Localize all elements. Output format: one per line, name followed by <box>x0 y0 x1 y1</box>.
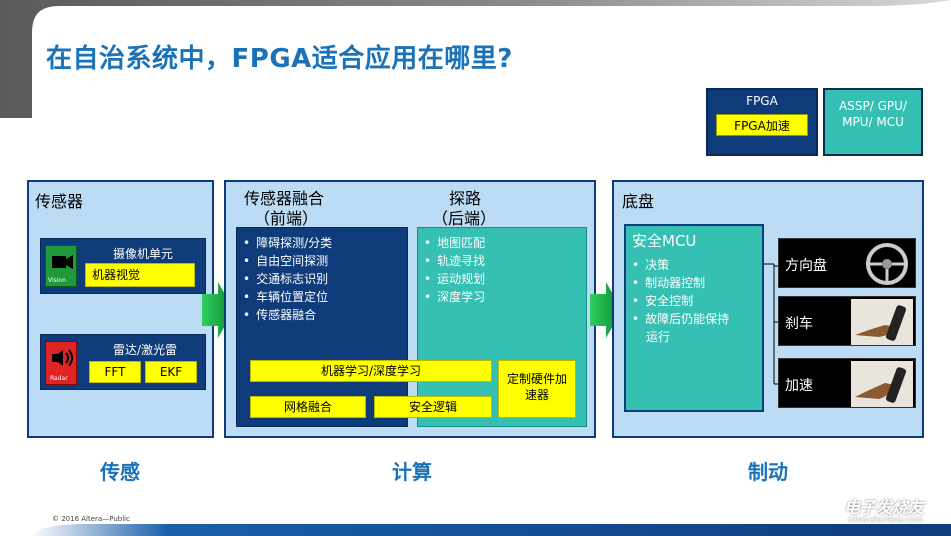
path-bullet-list: 地图匹配 轨迹寻找 运动规划 深度学习 <box>424 234 485 306</box>
brake-label: 刹车 <box>785 316 813 332</box>
fusion-bullet: 自由空间探测 <box>243 252 332 270</box>
camera-unit-box: Vision 摄像机单元 机器视觉 <box>40 238 206 294</box>
chassis-title: 底盘 <box>622 192 655 211</box>
steering-wheel-icon <box>866 243 908 285</box>
grid-fusion-label: 网格融合 <box>250 396 366 418</box>
fusion-bullet: 障碍探测/分类 <box>243 234 332 252</box>
compute-panel: 传感器融合 （前端） 探路 （后端） 障碍探测/分类 自由空间探测 交通标志识别… <box>224 180 596 438</box>
custom-hw-line1: 定制硬件加 <box>506 372 567 386</box>
vision-icon-caption: Vision <box>48 277 66 284</box>
section-label-compute: 计算 <box>392 460 432 484</box>
ekf-label: EKF <box>145 361 197 383</box>
custom-hw-accel-label: 定制硬件加 速器 <box>498 360 576 418</box>
machine-vision-label: 机器视觉 <box>85 263 195 287</box>
radar-unit-box: Radar 雷达/激光雷 FFT EKF <box>40 334 206 390</box>
accelerate-row: 加速 <box>778 358 916 408</box>
brake-row: 刹车 <box>778 296 916 346</box>
radar-unit-label: 雷达/激光雷 <box>113 343 178 357</box>
safety-mcu-box: 安全MCU 决策 制动器控制 安全控制 故障后仍能保持 运行 <box>624 224 764 412</box>
fusion-bullet-list: 障碍探测/分类 自由空间探测 交通标志识别 车辆位置定位 传感器融合 <box>243 234 332 324</box>
vision-icon: Vision <box>45 245 77 287</box>
safety-mcu-title: 安全MCU <box>632 232 697 250</box>
sensors-title: 传感器 <box>35 192 84 211</box>
accelerate-label: 加速 <box>785 378 813 394</box>
steering-label: 方向盘 <box>785 258 827 274</box>
page-title: 在自治系统中，FPGA适合应用在哪里? <box>46 44 513 74</box>
safety-logic-label: 安全逻辑 <box>374 396 492 418</box>
mcu-bullet: 故障后仍能保持 <box>632 310 729 328</box>
footer-copyright: © 2016 Altera—Public <box>52 515 130 523</box>
path-bullet: 地图匹配 <box>424 234 485 252</box>
legend-fpga: FPGA FPGA加速 <box>706 88 818 156</box>
mcu-bullet-continuation: 运行 <box>646 330 671 344</box>
legend-assp-line1: ASSP/ GPU/ <box>839 99 907 113</box>
fusion-bullet: 传感器融合 <box>243 306 332 324</box>
fft-label: FFT <box>89 361 141 383</box>
chassis-panel: 底盘 安全MCU 决策 制动器控制 安全控制 故障后仍能保持 运行 方向盘 <box>612 180 924 438</box>
sensors-panel: 传感器 Vision 摄像机单元 机器视觉 Radar 雷达/激光雷 FFT E… <box>27 180 214 438</box>
mcu-bullet: 制动器控制 <box>632 274 729 292</box>
path-bullet: 运动规划 <box>424 270 485 288</box>
legend-fpga-label: FPGA <box>746 94 778 108</box>
fusion-title: 传感器融合 <box>244 189 325 208</box>
section-label-sense: 传感 <box>100 460 140 484</box>
path-subtitle: （后端） <box>432 209 497 228</box>
legend-assp-line2: MPU/ MCU <box>842 115 904 129</box>
path-bullet: 深度学习 <box>424 288 485 306</box>
legend-fpga-accel: FPGA加速 <box>716 114 808 136</box>
path-bullet: 轨迹寻找 <box>424 252 485 270</box>
custom-hw-line2: 速器 <box>524 388 549 402</box>
ml-dl-label: 机器学习/深度学习 <box>250 360 492 382</box>
footer-band <box>30 524 951 536</box>
accelerator-pedal-icon <box>851 361 913 407</box>
steering-row: 方向盘 <box>778 238 916 288</box>
radar-icon-caption: Radar <box>50 375 68 382</box>
legend-assp-gpu-mpu-mcu: ASSP/ GPU/ MPU/ MCU <box>823 88 923 156</box>
watermark-url: www.elecfans.com <box>848 515 923 524</box>
fusion-box: 障碍探测/分类 自由空间探测 交通标志识别 车辆位置定位 传感器融合 <box>236 227 408 427</box>
watermark-swirl-icon <box>814 492 842 519</box>
watermark-logo: 电子发烧友 www.elecfans.com <box>808 488 948 528</box>
mcu-bullet-list: 决策 制动器控制 安全控制 故障后仍能保持 运行 <box>632 256 729 346</box>
mcu-bullet: 决策 <box>632 256 729 274</box>
watermark-text: 电子发烧友 <box>844 498 925 517</box>
brake-pedal-icon <box>851 299 913 345</box>
camera-unit-label: 摄像机单元 <box>113 247 174 261</box>
fusion-bullet: 交通标志识别 <box>243 270 332 288</box>
section-label-control: 制动 <box>748 460 788 484</box>
radar-icon: Radar <box>45 341 77 385</box>
fusion-bullet: 车辆位置定位 <box>243 288 332 306</box>
mcu-bullet: 安全控制 <box>632 292 729 310</box>
fusion-subtitle: （前端） <box>254 209 319 228</box>
path-title: 探路 <box>449 189 482 208</box>
